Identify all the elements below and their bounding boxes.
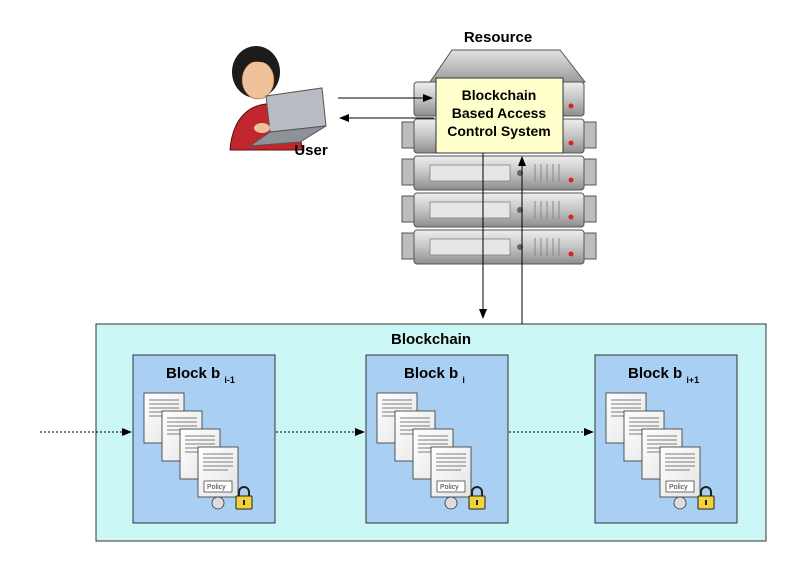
seal-icon: [444, 496, 458, 510]
policy-label-prev: Policy: [207, 484, 226, 491]
block-current-subscript: i: [462, 375, 465, 385]
block-next-subscript: i+1: [686, 375, 699, 385]
svg-text:Block b i+1: Block b i+1: [628, 365, 699, 385]
access-control-system-box: [435, 77, 564, 154]
block-prev-subscript: i-1: [224, 375, 235, 385]
lock-icon: [235, 486, 253, 510]
block-next-title: Block b: [628, 365, 682, 382]
lock-icon: [697, 486, 715, 510]
svg-text:Block b i: Block b i: [404, 365, 465, 385]
lock-icon: [468, 486, 486, 510]
user-label: User: [294, 142, 328, 159]
system-label-line-2: Based Access: [452, 105, 547, 121]
seal-icon: [211, 496, 225, 510]
policy-stack-next: Policy: [605, 392, 715, 510]
policy-label-current: Policy: [440, 484, 459, 491]
blockchain-label: Blockchain: [391, 331, 471, 348]
system-label-line-1: Blockchain: [462, 87, 537, 103]
policy-label-next: Policy: [669, 484, 688, 491]
policy-stack-current: Policy: [376, 392, 486, 510]
system-label-line-3: Control System: [447, 123, 550, 139]
seal-icon: [673, 496, 687, 510]
user-icon: [229, 46, 327, 151]
resource-label: Resource: [464, 29, 532, 46]
block-current-title: Block b: [404, 365, 458, 382]
block-prev-title: Block b: [166, 365, 220, 382]
policy-stack-prev: Policy: [143, 392, 253, 510]
svg-text:Block b i-1: Block b i-1: [166, 365, 235, 385]
